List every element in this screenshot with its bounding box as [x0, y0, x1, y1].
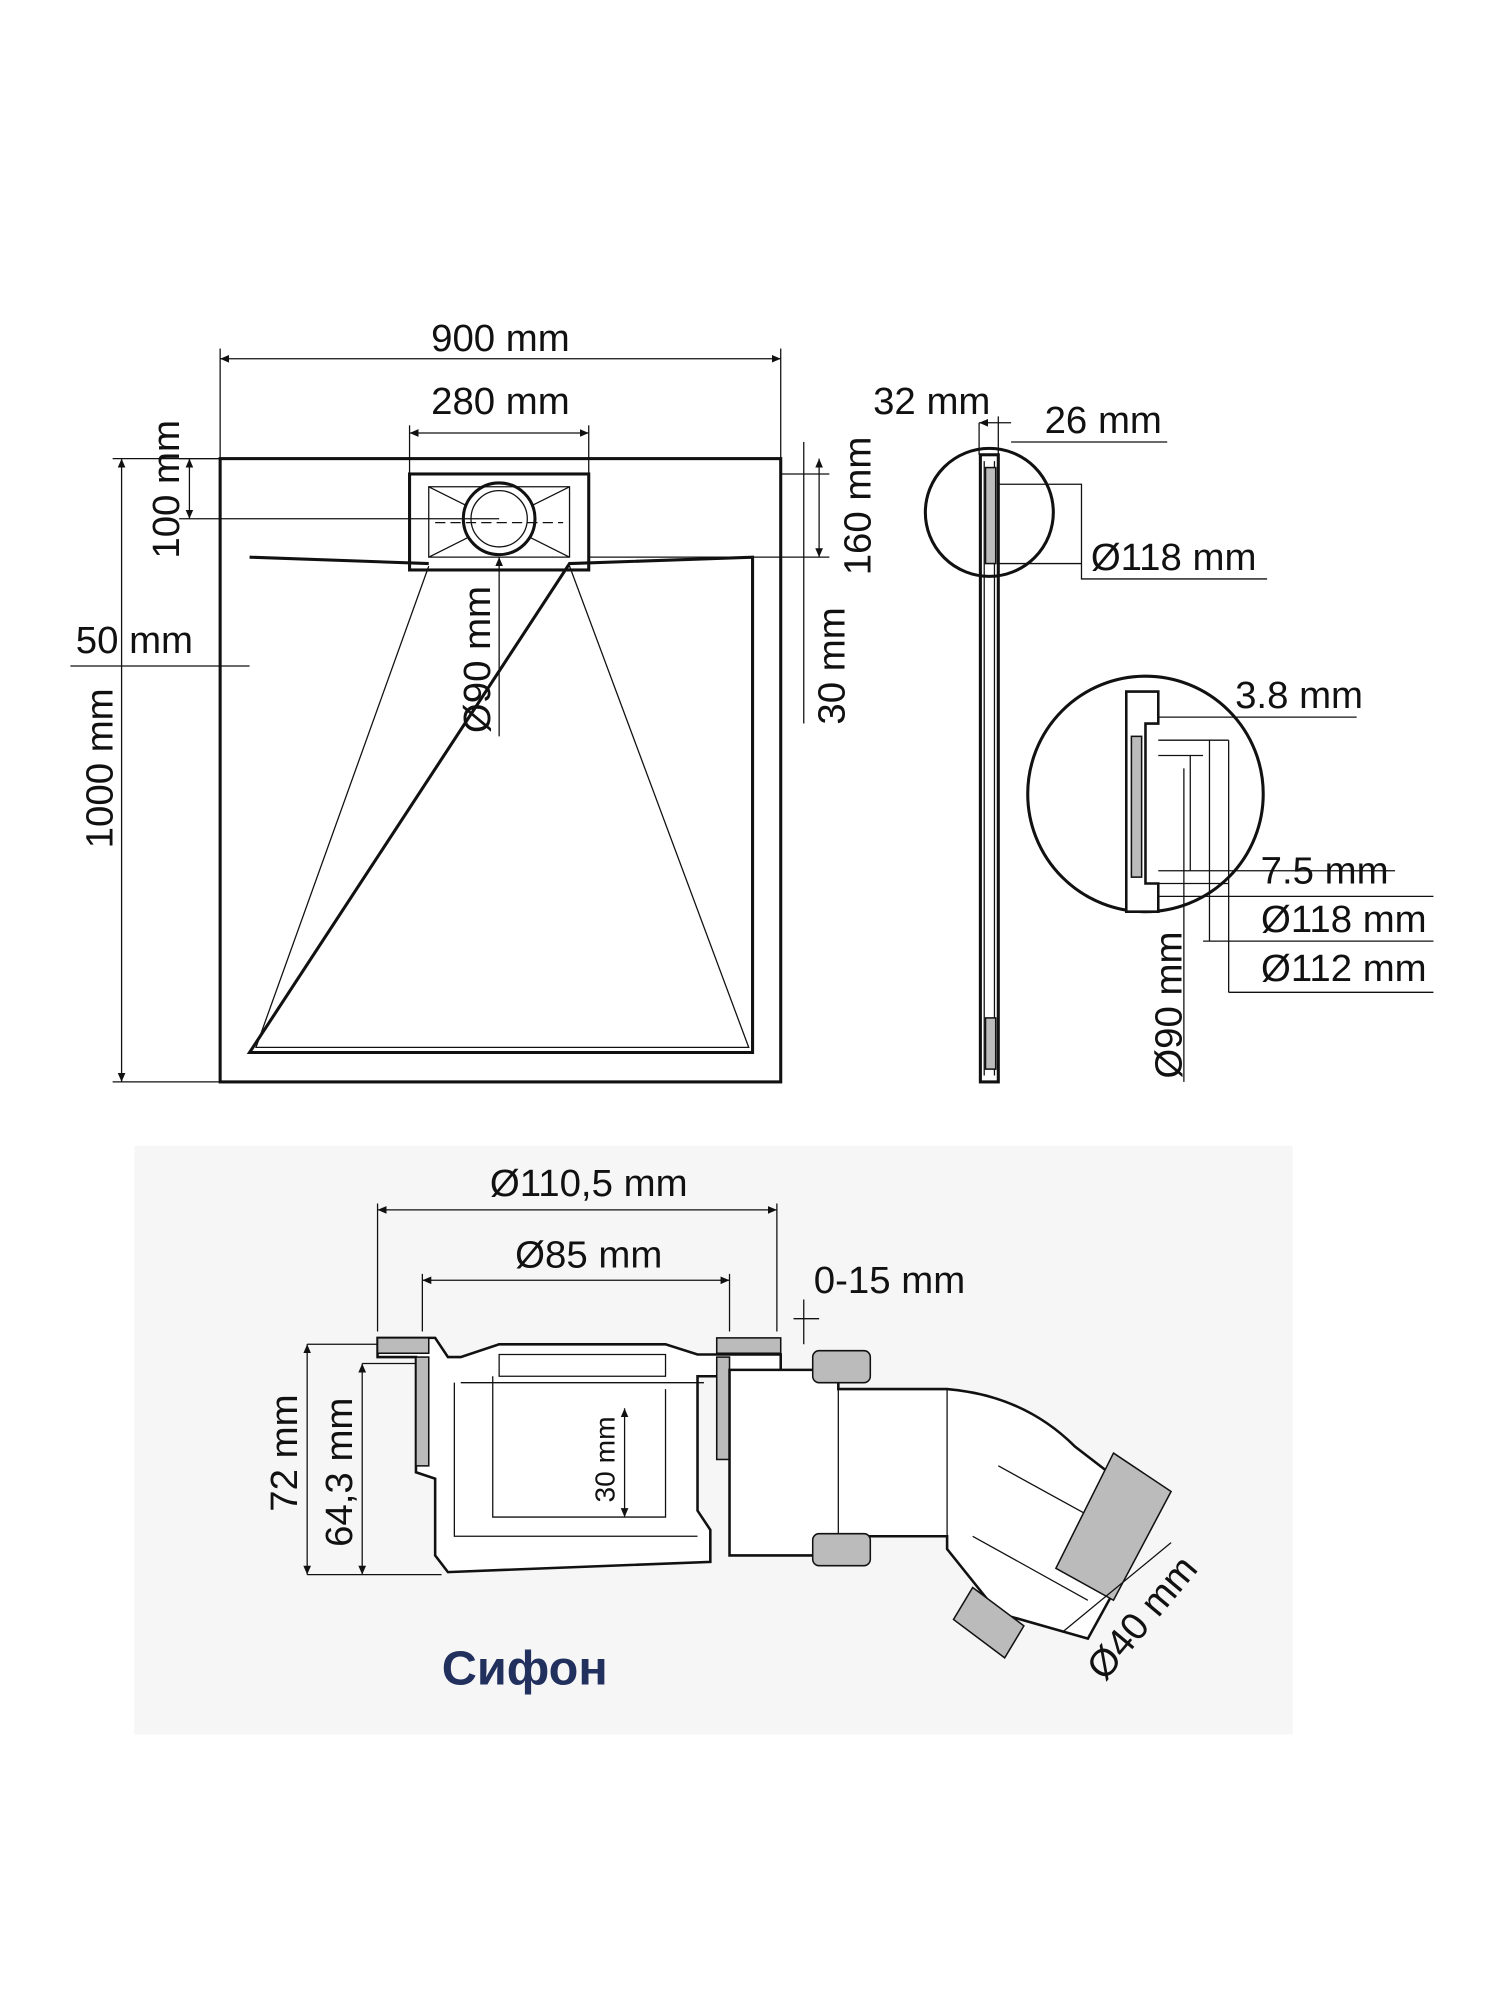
dim-detail-d1: Ø118 mm: [1261, 898, 1427, 941]
dim-water-seal: 30 mm: [589, 1416, 620, 1502]
dim-drain-diameter: Ø90 mm: [456, 586, 499, 733]
dim-detail-step: 7.5 mm: [1261, 850, 1389, 893]
dim-detail-wall: 3.8 mm: [1235, 674, 1363, 717]
dim-drain-box-width: 280 mm: [431, 380, 570, 423]
dim-width: 900 mm: [431, 317, 570, 360]
dim-detail-d2: Ø112 mm: [1261, 947, 1427, 990]
dim-drain-box-depth: 160 mm: [836, 437, 879, 576]
dim-rim: 50 mm: [76, 619, 193, 662]
siphon-section: Ø110,5 mm Ø85 mm 0-15 mm 72 mm 64,3 mm 3…: [134, 1145, 1293, 1735]
siphon-panel: [134, 1145, 1293, 1735]
dim-edge: 26 mm: [1045, 399, 1162, 442]
dim-drain-offset: 100 mm: [145, 420, 188, 559]
dim-height-body: 64,3 mm: [318, 1398, 361, 1547]
siphon-title: Сифон: [442, 1642, 608, 1696]
dim-adjust: 0-15 mm: [814, 1259, 965, 1302]
dim-inner-diameter: Ø85 mm: [515, 1233, 662, 1276]
tray-top-view: 900 mm 280 mm 100 mm 1000 mm 50 mm 160 m…: [70, 317, 879, 1084]
siphon-body: [376, 1336, 782, 1574]
tray-side-view: 32 mm 26 mm Ø118 mm 3.8 mm 7.5 mm Ø118 m…: [873, 380, 1434, 1084]
siphon-outlet: [728, 1368, 1160, 1641]
dim-thickness: 32 mm: [873, 380, 990, 423]
dim-detail-d3: Ø90 mm: [1147, 932, 1190, 1079]
side-detail-circle-1: [923, 446, 1055, 578]
tray-inner-outline: [246, 555, 755, 1055]
dim-height-total: 72 mm: [263, 1394, 306, 1511]
dim-hole-diameter: Ø118 mm: [1091, 536, 1257, 579]
dim-slope: 30 mm: [811, 607, 854, 724]
dim-outer-diameter: Ø110,5 mm: [490, 1162, 688, 1205]
dim-length: 1000 mm: [79, 688, 122, 848]
